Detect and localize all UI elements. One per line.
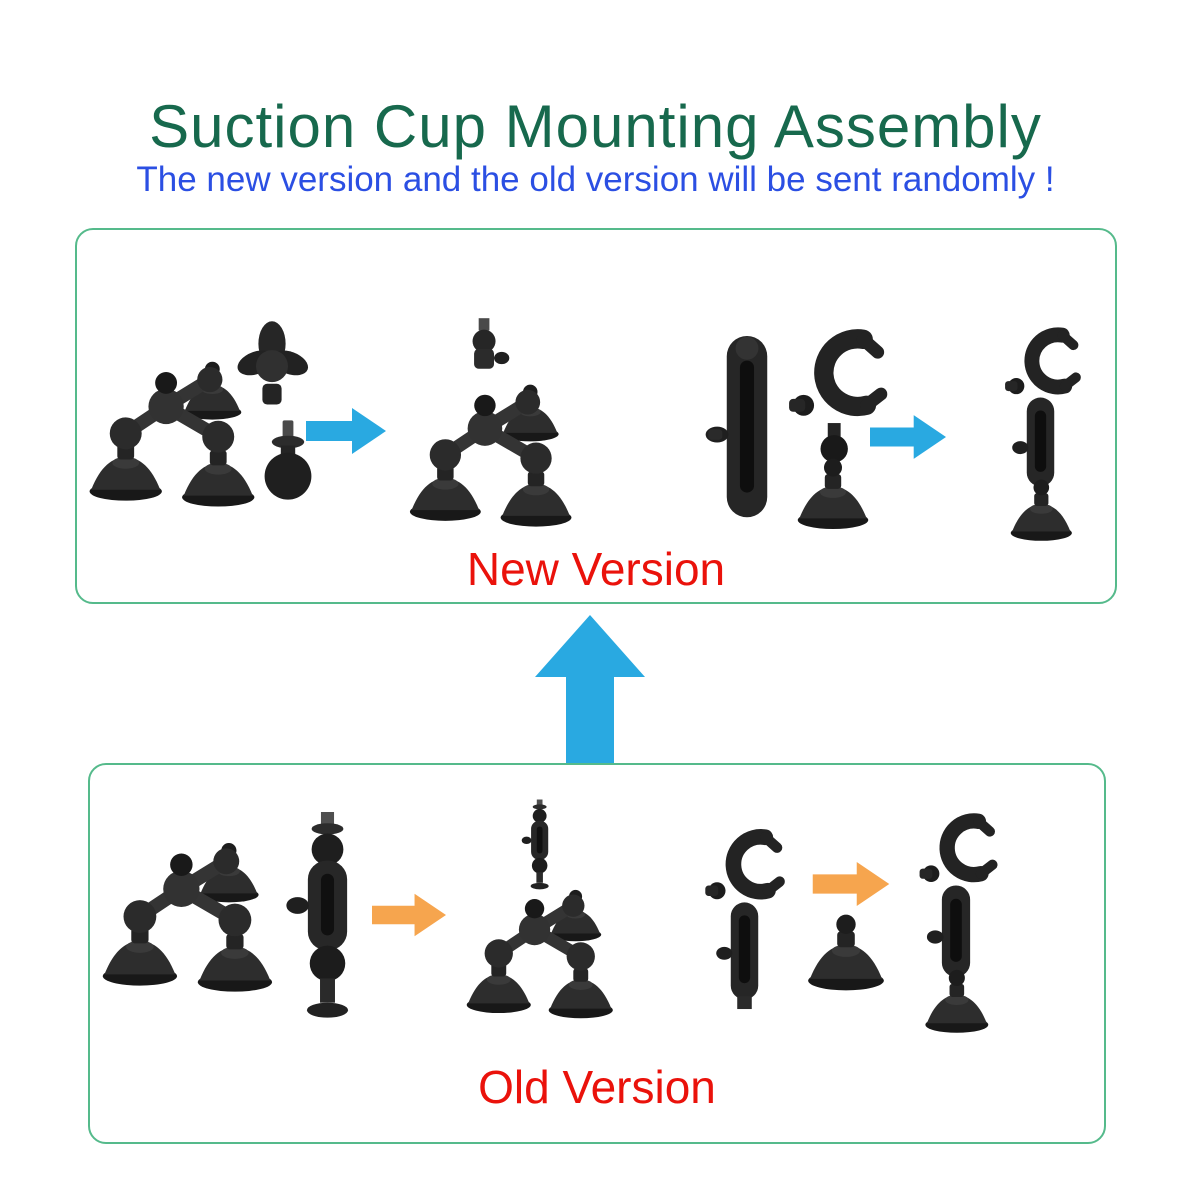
old-claw-clamp-arm-image	[692, 815, 797, 1027]
right-arrow-icon	[812, 862, 890, 906]
new-version-label: New Version	[466, 543, 726, 595]
old-assembled-claw-suction-mount-image	[902, 812, 1010, 1037]
up-arrow-icon	[535, 615, 645, 765]
old-assembled-triple-suction-mount-image	[452, 788, 632, 1038]
new-assembled-claw-suction-mount-image	[988, 318, 1093, 553]
new-assembled-triple-suction-mount-image	[395, 315, 600, 540]
old-version-panel: Old Version	[88, 763, 1106, 1144]
new-version-panel: New Version	[75, 228, 1117, 604]
new-double-socket-arm-image	[703, 330, 791, 525]
new-clamp-knob-part-image	[232, 312, 312, 417]
old-ball-head-arm-image	[280, 812, 375, 1027]
old-suction-cup-base-image	[802, 905, 890, 993]
right-arrow-icon	[306, 408, 386, 454]
new-suction-cup-base-image	[792, 448, 874, 533]
right-arrow-icon	[870, 415, 946, 459]
page-subtitle: The new version and the old version will…	[136, 160, 1055, 199]
old-version-label: Old Version	[478, 1061, 716, 1113]
old-triple-suction-mount-image	[95, 808, 285, 1013]
page-title: Suction Cup Mounting Assembly	[149, 93, 1042, 161]
right-arrow-icon	[372, 893, 446, 937]
